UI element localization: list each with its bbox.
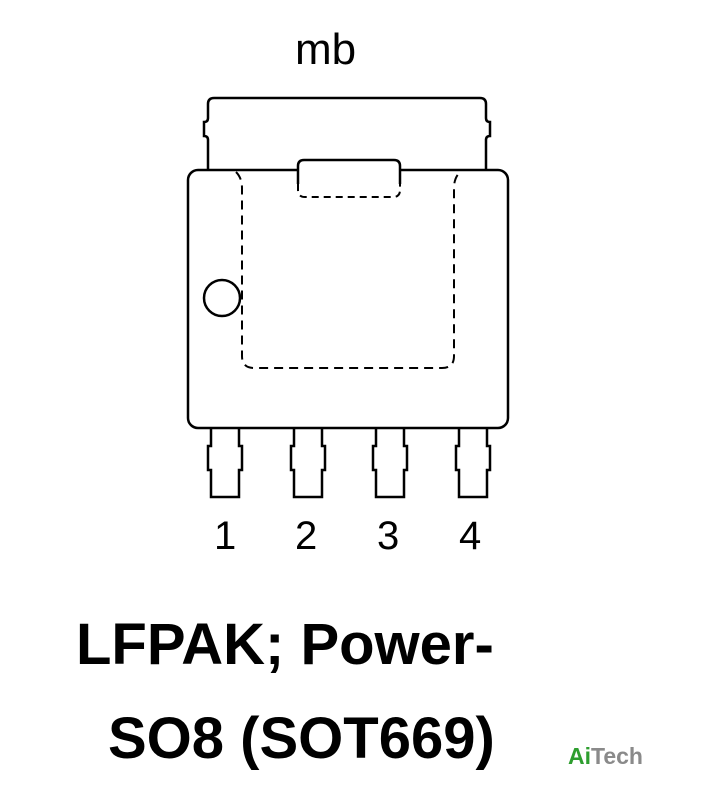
package-title-line1: LFPAK; Power- <box>76 612 494 677</box>
pin-label-1: 1 <box>214 514 237 558</box>
package-title-line2: SO8 (SOT669) <box>108 706 495 771</box>
pin-label-2: 2 <box>295 514 318 558</box>
mounting-base-tab <box>202 96 492 170</box>
aitech-watermark-logo: AiTech <box>568 745 643 768</box>
pin1-marker-circle <box>202 278 242 318</box>
mounting-base-label: mb <box>295 25 357 74</box>
logo-accent-text: Ai <box>568 743 591 769</box>
tab-notch <box>296 158 402 184</box>
lead-2 <box>289 428 327 499</box>
pin-label-4: 4 <box>459 514 482 558</box>
lead-4 <box>454 428 492 499</box>
tab-notch-hidden-edge <box>297 184 401 198</box>
package-body <box>186 168 510 430</box>
logo-rest-text: Tech <box>591 743 643 769</box>
pin-label-3: 3 <box>377 514 400 558</box>
lead-1 <box>206 428 244 499</box>
lead-3 <box>371 428 409 499</box>
